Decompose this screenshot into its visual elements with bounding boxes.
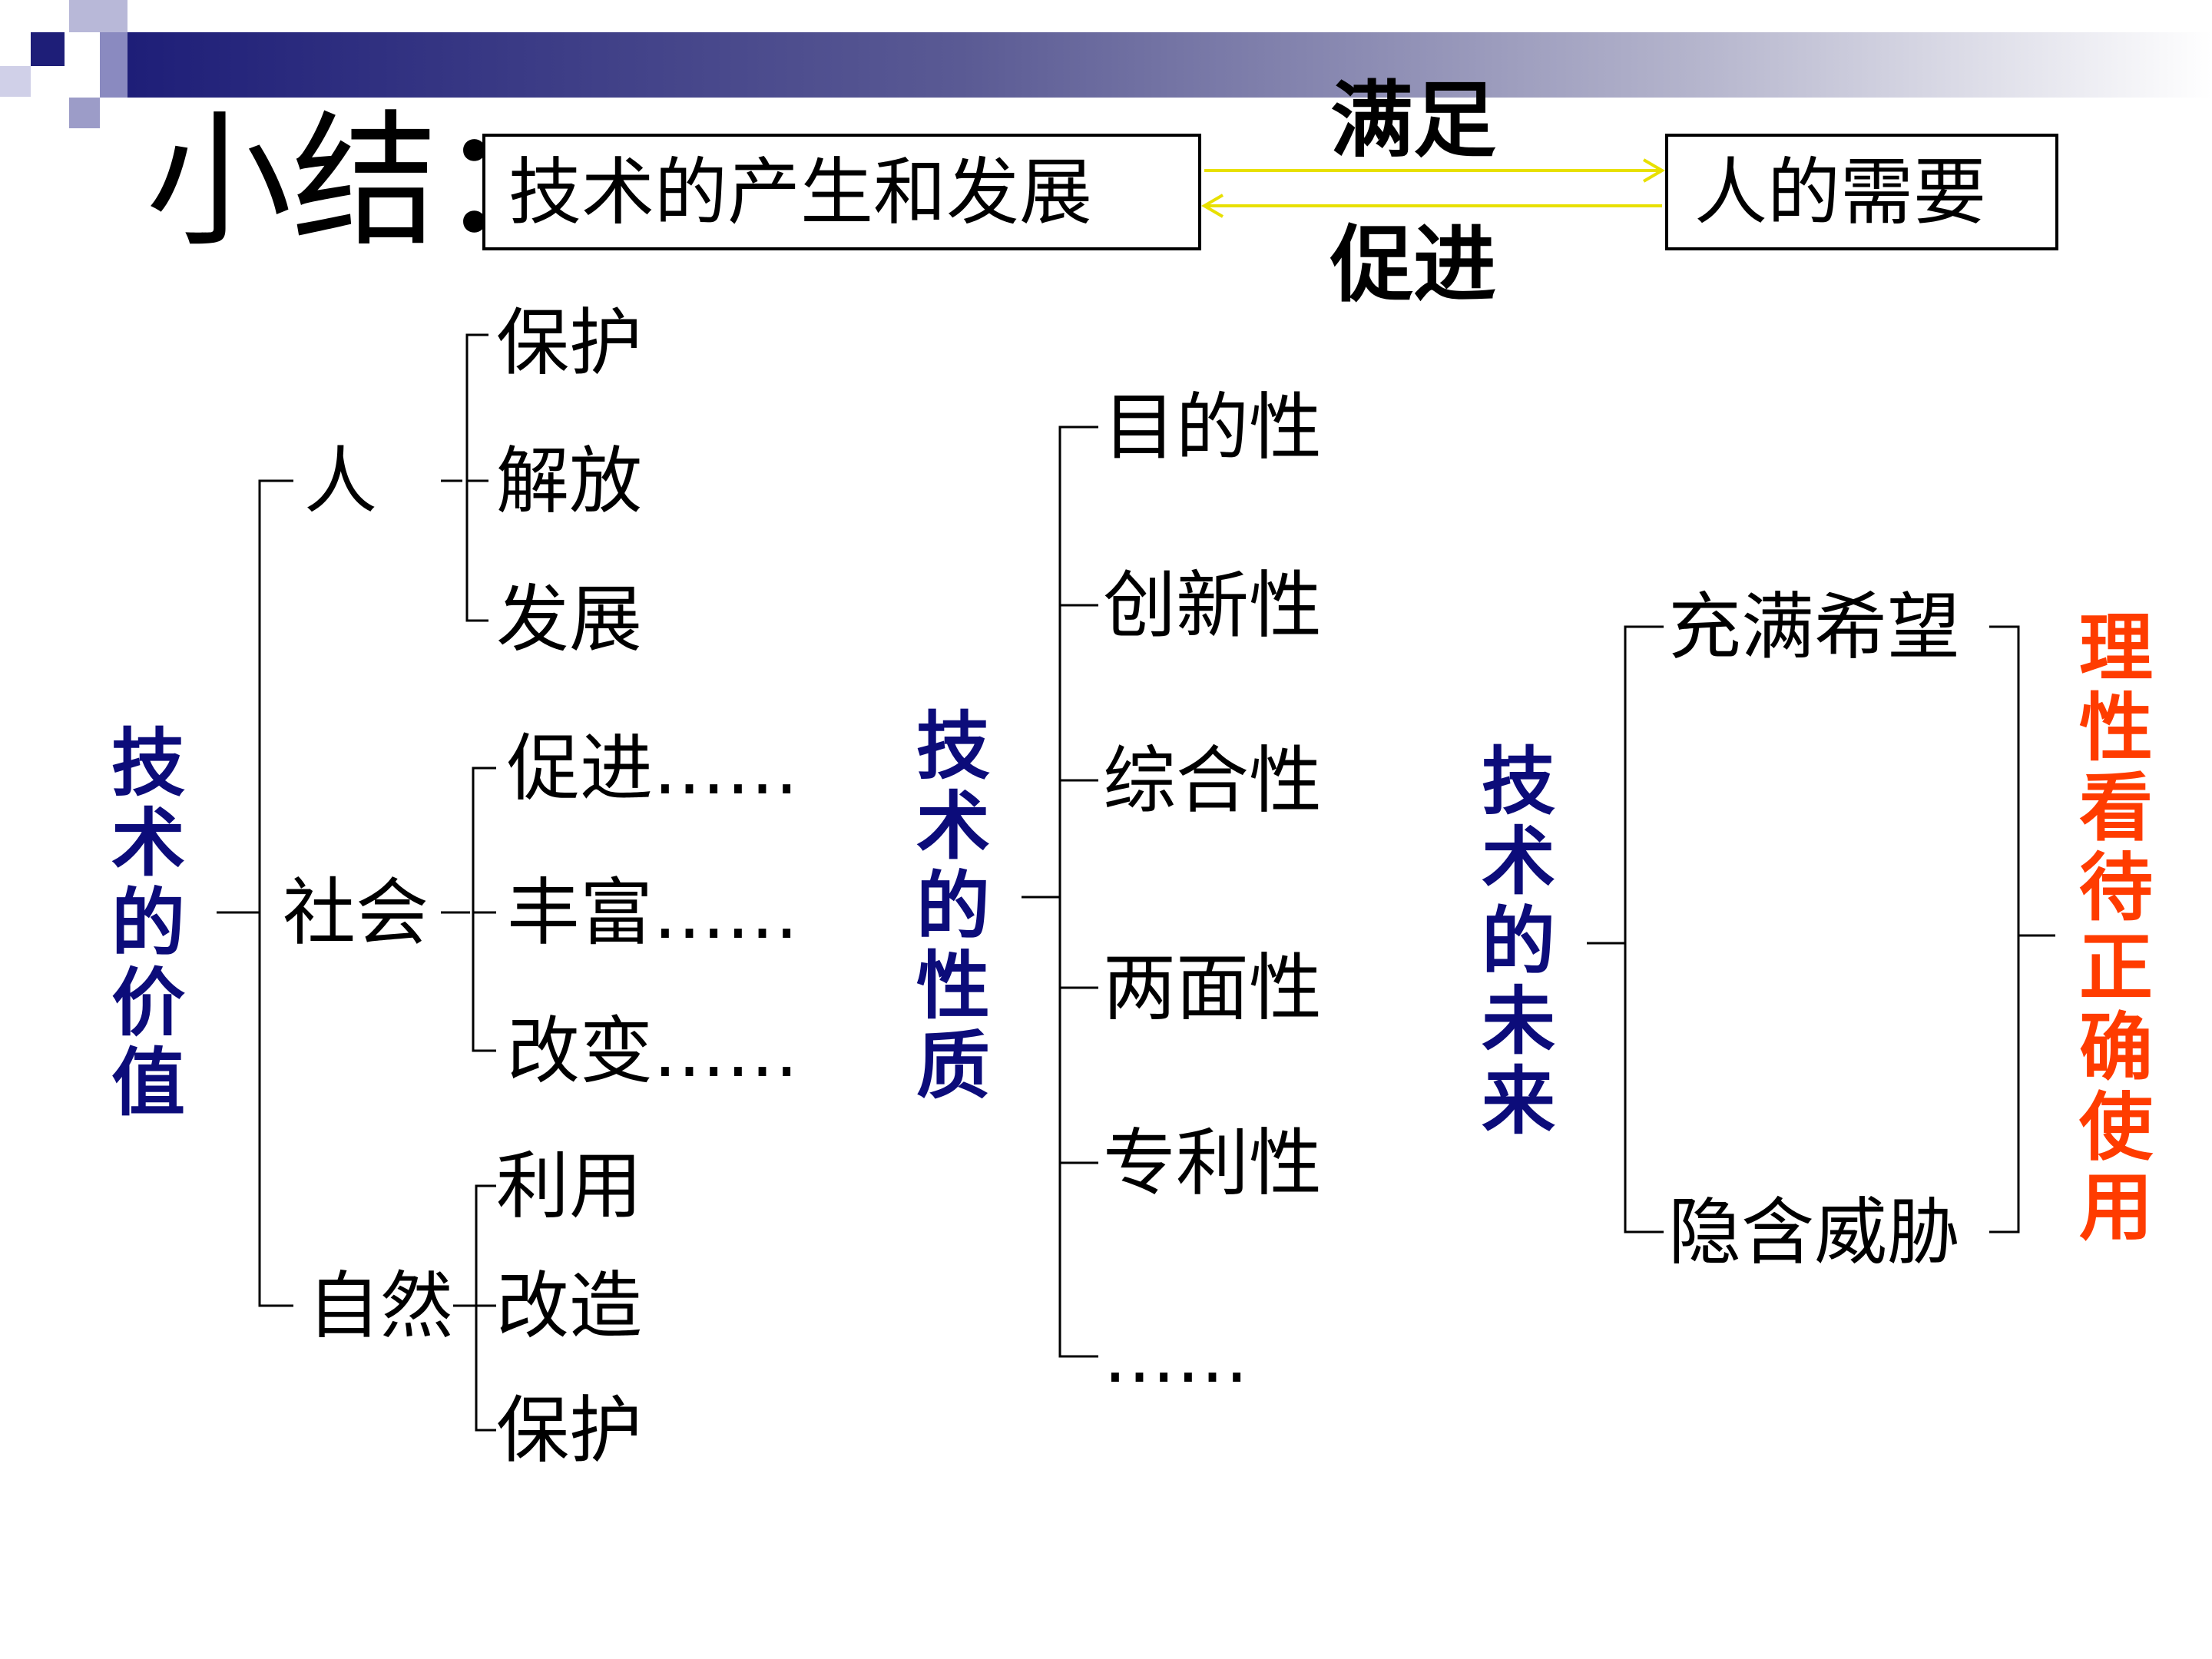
value-branch-nature: 自然: [307, 1264, 454, 1349]
tech-origin-box: 技术的产生和发展: [482, 134, 1201, 250]
nature-comprehensiveness: 综合性: [1103, 739, 1323, 823]
nature-purposiveness: 目的性: [1103, 386, 1323, 470]
arrow-label-satisfy: 满足: [1330, 73, 1497, 169]
society-item-enrich: 丰富……: [507, 871, 800, 955]
nature-item-transform: 改造: [496, 1264, 643, 1349]
society-item-change: 改变……: [507, 1009, 800, 1094]
header-square-small: [0, 66, 31, 97]
tech-origin-label: 技术的产生和发展: [508, 151, 1093, 235]
tech-future-root: 技术的未来: [1482, 739, 1555, 1144]
society-item-promote: 促进……: [507, 727, 800, 811]
header-square-tiny: [69, 98, 100, 128]
arrow-label-promote: 促进: [1330, 217, 1497, 313]
nature-ellipsis: ……: [1103, 1315, 1249, 1399]
human-needs-box: 人的需要: [1665, 134, 2058, 250]
header-square-light: [69, 0, 127, 32]
people-item-develop: 发展: [496, 578, 643, 662]
nature-item-protect: 保护: [496, 1389, 643, 1473]
tech-nature-root: 技术的性质: [916, 704, 990, 1109]
nature-patentability: 专利性: [1103, 1121, 1323, 1206]
human-needs-label: 人的需要: [1694, 151, 1987, 235]
people-item-protect: 保护: [496, 301, 643, 386]
header-gradient-bar: [127, 32, 2212, 98]
header-square-dark: [31, 32, 65, 66]
nature-duality: 两面性: [1103, 946, 1323, 1031]
people-item-liberate: 解放: [496, 439, 643, 524]
future-hopeful: 充满希望: [1668, 585, 1961, 670]
value-branch-people: 人: [304, 439, 378, 524]
future-conclusion: 理性看待 正确使用: [2079, 605, 2153, 1250]
value-branch-society: 社会: [283, 871, 429, 955]
nature-item-use: 利用: [496, 1144, 643, 1229]
nature-innovation: 创新性: [1103, 564, 1323, 648]
double-arrow: [1201, 158, 1665, 218]
tech-value-root: 技术的价值: [111, 720, 185, 1126]
header-square-mid: [100, 32, 127, 98]
future-threat: 隐含威胁: [1668, 1190, 1961, 1275]
